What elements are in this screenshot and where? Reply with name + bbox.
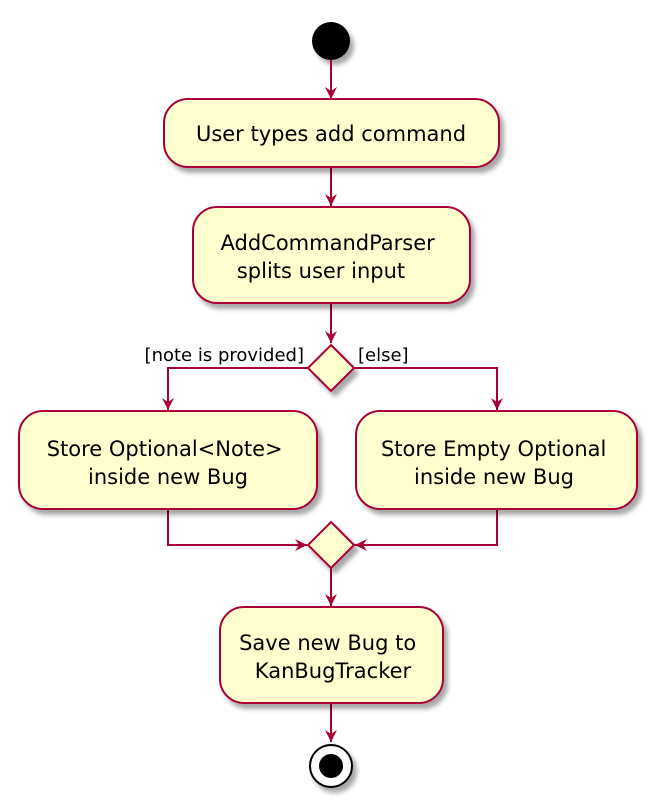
- action-add-command-parser: AddCommandParser splits user input: [192, 206, 471, 304]
- action-label-line-1: AddCommandParser: [221, 231, 436, 255]
- action-label-line-2: inside new Bug: [88, 465, 248, 489]
- svg-text:User types add command: User types add command: [196, 122, 466, 146]
- guard-note-provided: [note is provided]: [145, 345, 304, 366]
- action-save-new-bug: Save new Bug to KanBugTracker: [219, 606, 444, 704]
- end-node: [309, 744, 353, 788]
- edges: [162, 60, 503, 742]
- action-label-line-2: KanBugTracker: [255, 659, 412, 683]
- svg-text:Store Empty Optional ins: Store Empty Optional inside new Bug: [381, 437, 613, 489]
- svg-text:Store Optional<Note> ins: Store Optional<Note> inside new Bug: [47, 437, 290, 489]
- action-store-empty-optional: Store Empty Optional inside new Bug: [355, 410, 638, 510]
- action-label-line-2: inside new Bug: [414, 465, 574, 489]
- edge-decision-to-store-note: [162, 367, 309, 410]
- action-label-line-1: Save new Bug to: [239, 631, 416, 655]
- action-user-types-add-command: User types add command: [163, 98, 500, 168]
- guard-else: [else]: [358, 345, 409, 366]
- merge-node: [306, 520, 356, 570]
- start-node: [312, 22, 350, 60]
- edge-decision-to-store-empty: [353, 367, 503, 410]
- action-label: User types add command: [196, 122, 466, 146]
- decision-node: [306, 343, 356, 393]
- action-label-line-1: Store Empty Optional: [381, 437, 606, 461]
- svg-text:AddCommandParser splits: AddCommandParser splits user input: [221, 231, 442, 283]
- action-label-line-1: Store Optional<Note>: [47, 437, 283, 461]
- svg-text:Save new Bug to KanBugTr: Save new Bug to KanBugTracker: [239, 631, 423, 683]
- action-label-line-2: splits user input: [237, 259, 405, 283]
- edge-store-empty-to-merge: [355, 510, 498, 551]
- action-store-optional-note: Store Optional<Note> inside new Bug: [18, 410, 318, 510]
- edge-store-note-to-merge: [167, 510, 307, 551]
